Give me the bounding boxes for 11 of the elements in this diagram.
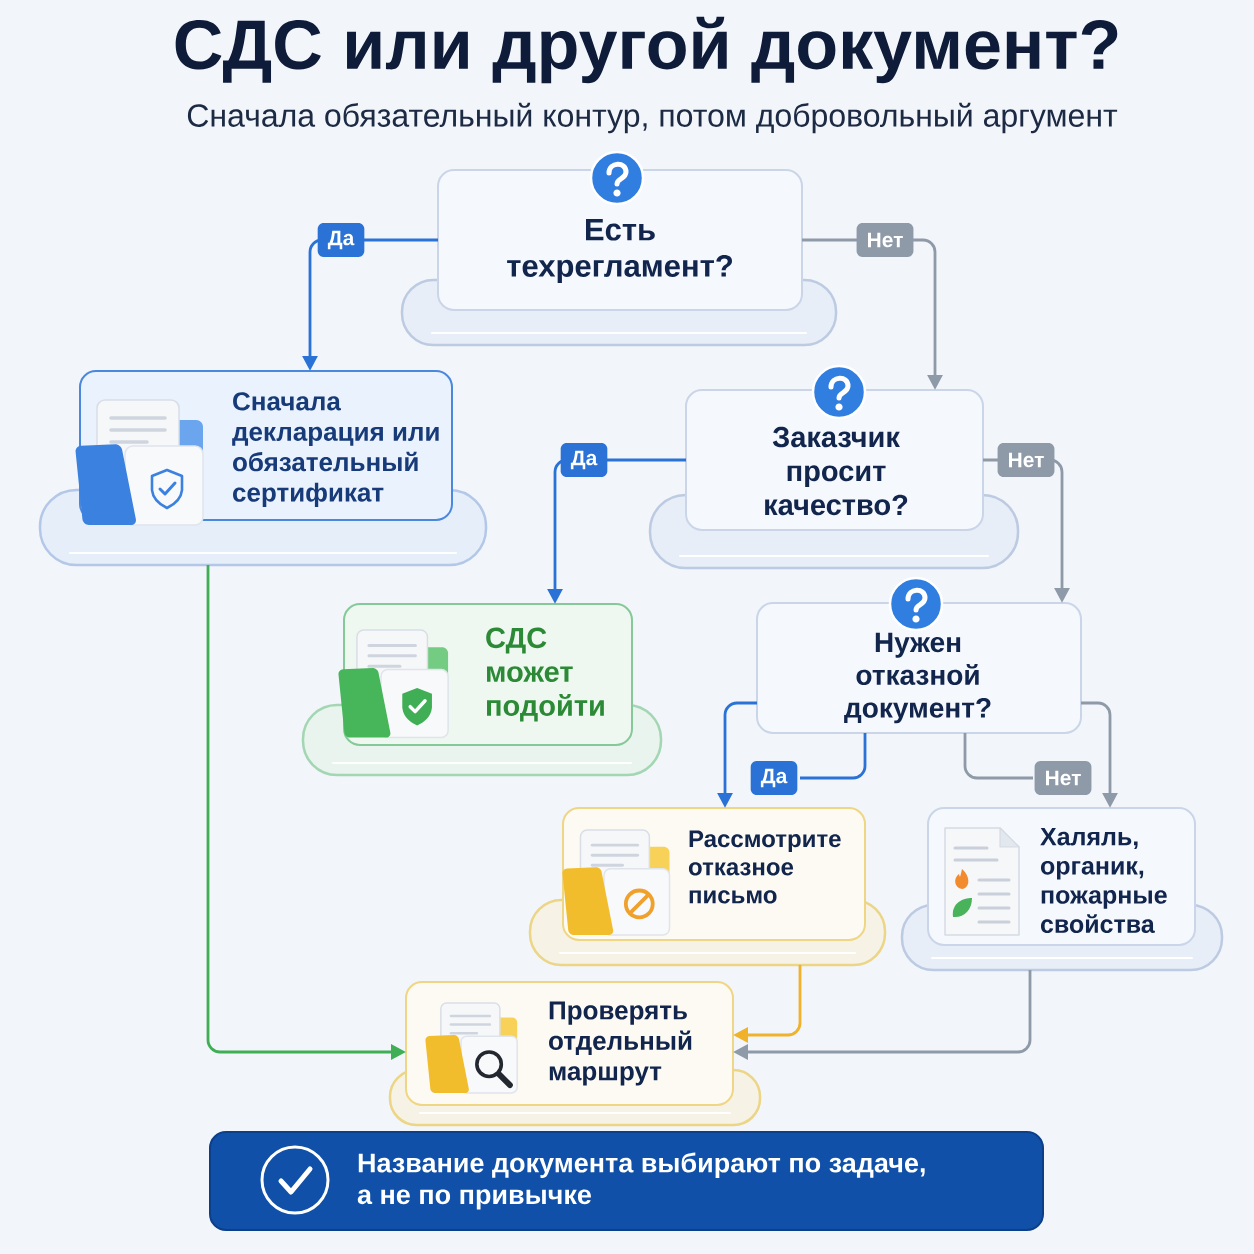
subtitle: Сначала обязательный контур, потом добровольный аргумент <box>187 102 1118 134</box>
note-banner: Название документа выбирают по задаче, а не по привычке <box>209 1131 1044 1231</box>
title: СДС или другой документ? <box>175 16 1118 84</box>
decision-box: Есть техрегламент? <box>400 169 838 347</box>
edge-label: Да <box>750 761 798 795</box>
edge-label: Нет <box>856 223 914 257</box>
edge-label: Да <box>560 443 608 477</box>
edge-label: Нет <box>1034 761 1092 795</box>
edge-label: Нет <box>997 443 1055 477</box>
edge-label: Да <box>317 223 365 257</box>
decision-box: Нужен отказной документ? <box>756 602 1082 734</box>
